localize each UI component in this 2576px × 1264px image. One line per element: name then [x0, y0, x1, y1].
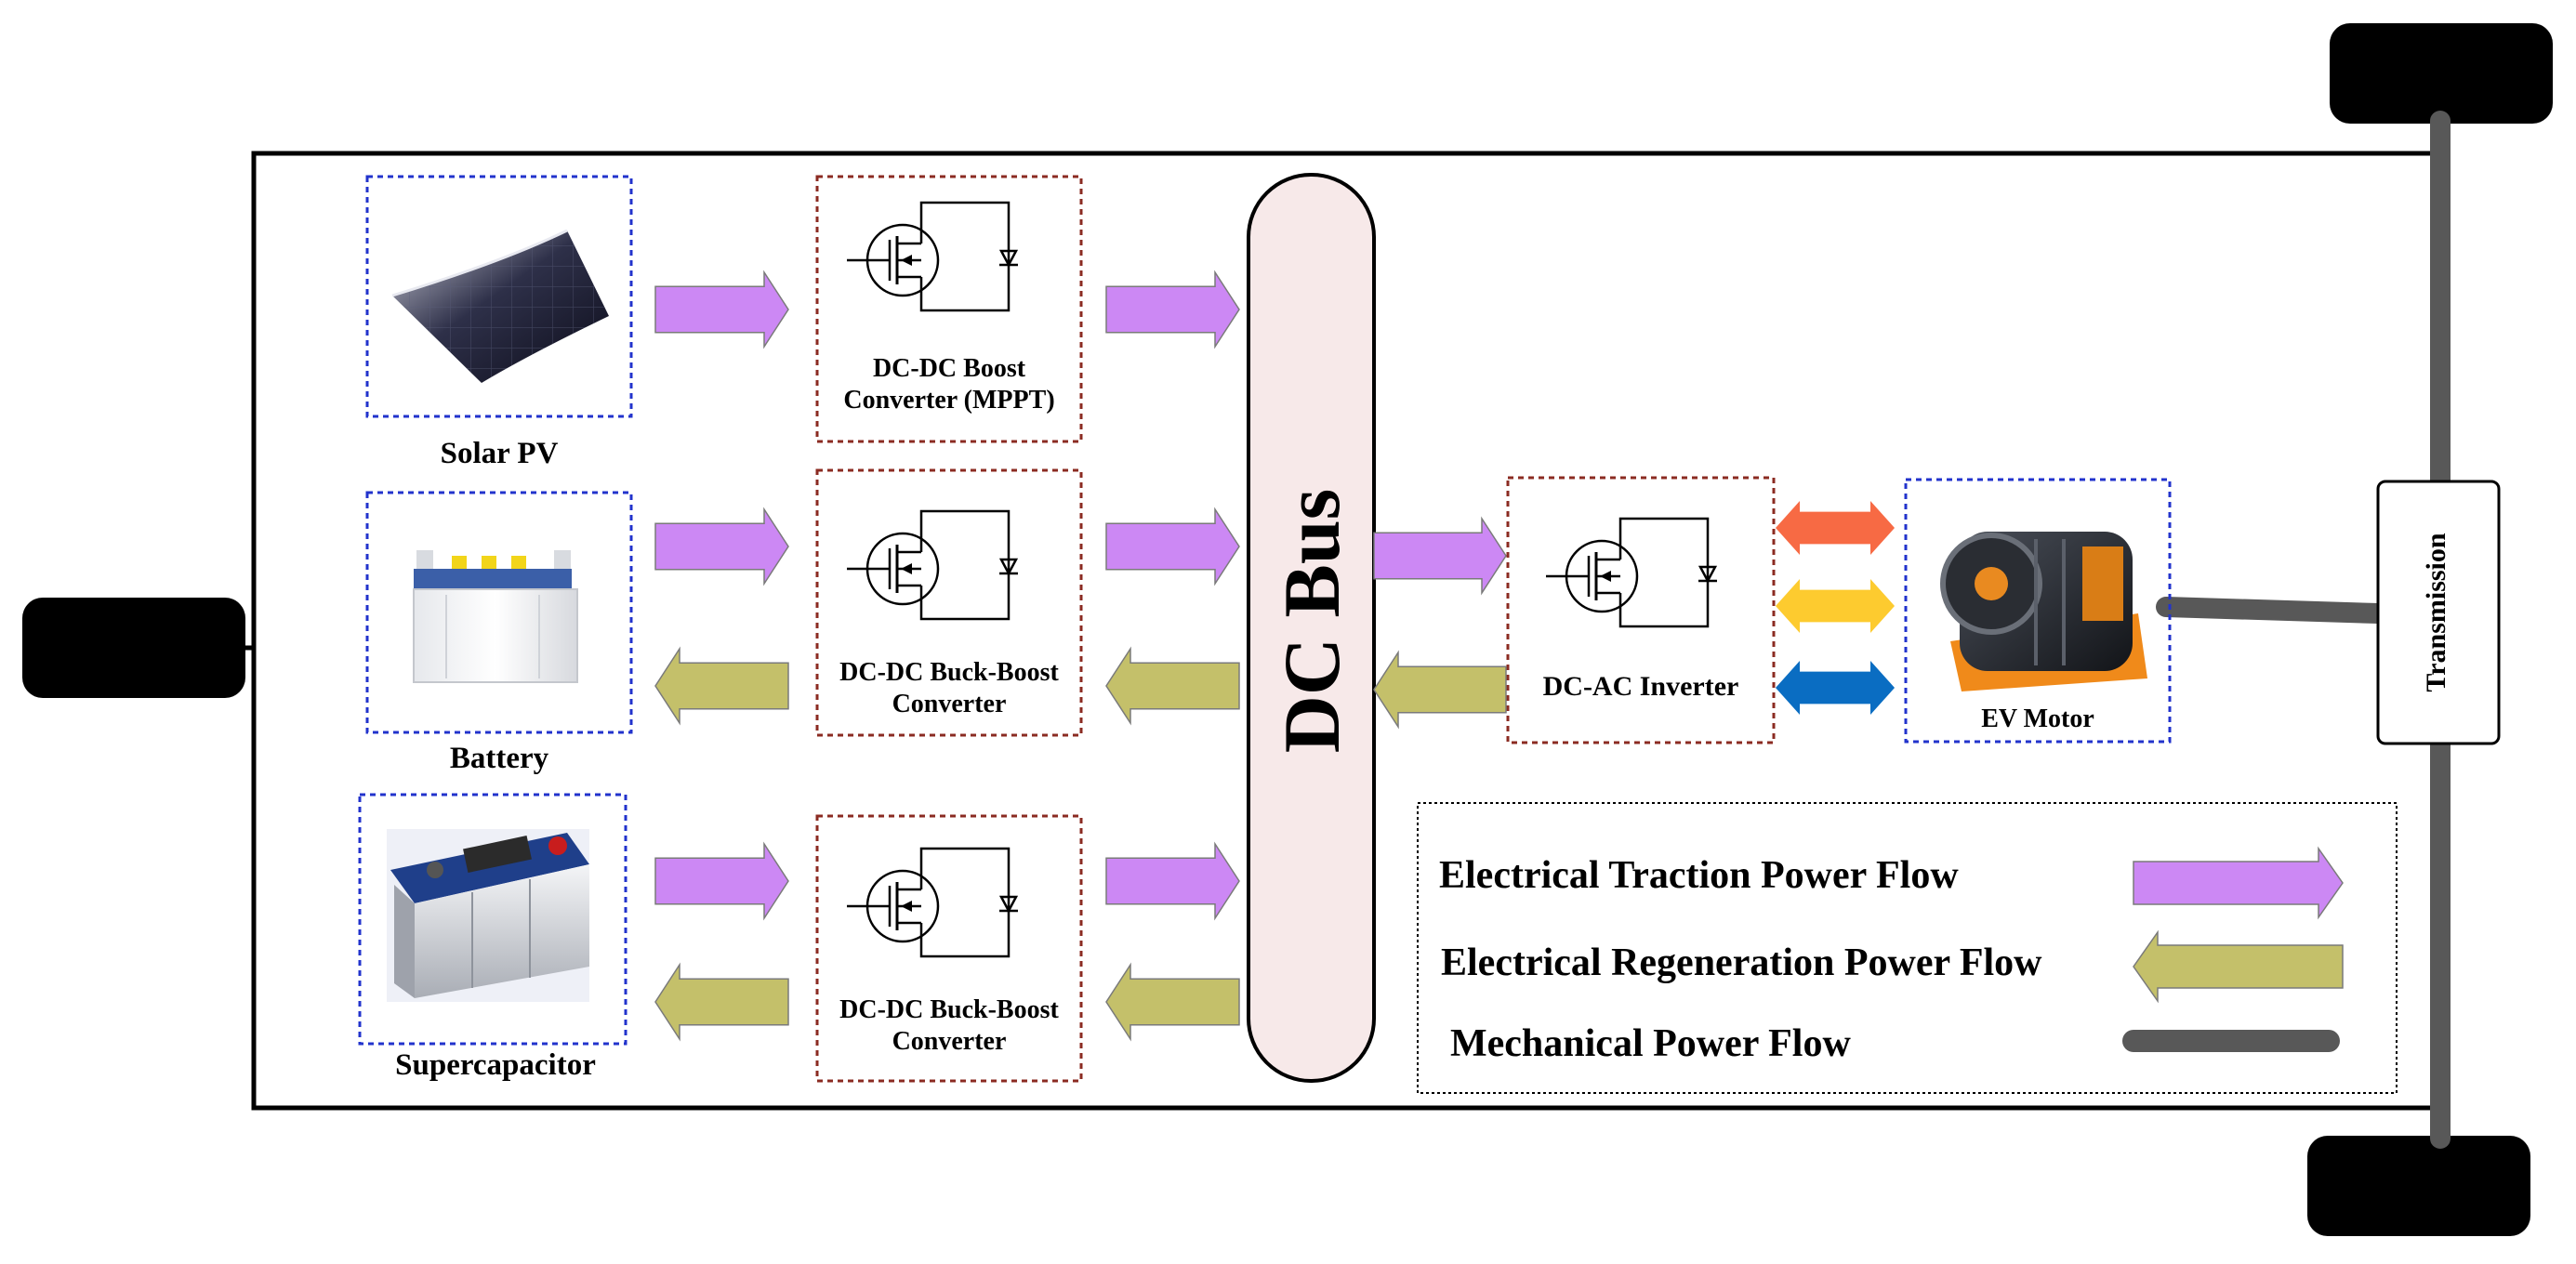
rear-top-wheel-icon: [2330, 23, 2553, 124]
legend-box: [1417, 802, 2398, 1094]
battery-label: Battery: [449, 742, 549, 775]
supercap-buck-boost-line-2: Converter: [892, 1027, 1007, 1057]
front-wheel-icon: [22, 598, 245, 698]
boost-converter-line-2: Converter (MPPT): [843, 386, 1055, 415]
power-flow-arrows: [654, 270, 1895, 1042]
solar-pv-label: Solar PV: [440, 437, 559, 470]
legend-marks: [2133, 846, 2344, 1004]
phase-a-arrow: [1776, 501, 1895, 555]
legend-traction-label: Electrical Traction Power Flow: [1439, 854, 1959, 897]
supercap-buck-boost-label: DC-DC Buck-Boost Converter: [817, 994, 1081, 1058]
battery-icon: [413, 550, 578, 683]
inverter-label: DC-AC Inverter: [1542, 671, 1739, 702]
legend-traction-arrow: [2133, 846, 2344, 920]
converter-to-bus-arrow-battery: [1105, 507, 1240, 586]
battery-buck-boost-label: DC-DC Buck-Boost Converter: [817, 657, 1081, 720]
bus-to-converter-regen-arrow-supercap: [1105, 962, 1240, 1042]
inverter-box: [1506, 476, 1776, 744]
bus-to-converter-regen-arrow-battery: [1105, 646, 1240, 726]
legend-regeneration-arrow: [2133, 929, 2344, 1004]
bus-to-inverter-arrow: [1373, 516, 1507, 596]
ev-motor-box: [1904, 478, 2172, 744]
dc-bus-label: DC Bus: [1267, 489, 1356, 753]
transmission-label: Transmission: [2421, 533, 2451, 692]
dc-bus: [1247, 173, 1376, 1083]
supercapacitor-box: [358, 793, 627, 1046]
battery-buck-boost-line-1: DC-DC Buck-Boost: [839, 658, 1059, 687]
transmission-box: [2376, 480, 2501, 745]
battery-buck-boost-line-2: Converter: [892, 690, 1007, 719]
legend-regeneration-label: Electrical Regeneration Power Flow: [1441, 941, 2042, 984]
supercapacitor-icon: [387, 829, 589, 1002]
battery-to-converter-arrow: [654, 507, 789, 586]
battery-buck-boost-box: [815, 468, 1083, 737]
solar-panel-icon: [391, 229, 609, 383]
boost-converter-label: DC-DC Boost Converter (MPPT): [817, 353, 1081, 416]
ev-motor-label: EV Motor: [1981, 704, 2094, 733]
supercapacitor-label: Supercapacitor: [395, 1048, 596, 1082]
phase-b-arrow: [1776, 579, 1895, 633]
supercap-to-converter-arrow: [654, 841, 789, 921]
solar-to-boost-arrow: [654, 270, 789, 349]
boost-converter-box: [815, 175, 1083, 443]
supercap-buck-boost-box: [815, 814, 1083, 1083]
boost-to-bus-arrow: [1105, 270, 1240, 349]
boost-converter-line-1: DC-DC Boost: [872, 354, 1026, 383]
rear-bottom-wheel-icon: [2307, 1136, 2530, 1236]
supercap-buck-boost-line-1: DC-DC Buck-Boost: [839, 995, 1059, 1024]
electric-motor-icon: [1940, 532, 2147, 691]
converter-to-battery-regen-arrow: [654, 646, 789, 726]
legend-mechanical-label: Mechanical Power Flow: [1450, 1022, 1851, 1065]
motor-shaft: [2156, 597, 2388, 624]
phase-c-arrow: [1776, 661, 1895, 715]
converter-to-bus-arrow-supercap: [1105, 841, 1240, 921]
inverter-to-bus-regen-arrow: [1373, 650, 1507, 730]
solar-pv-box: [365, 175, 633, 418]
battery-box: [365, 491, 633, 734]
converter-to-supercap-regen-arrow: [654, 962, 789, 1042]
